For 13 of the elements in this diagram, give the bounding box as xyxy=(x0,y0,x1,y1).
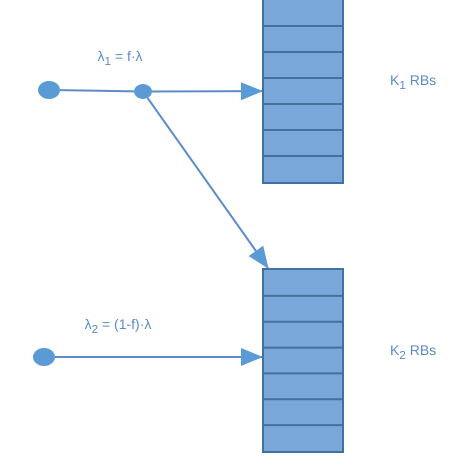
stack-caption: K$_{1}$ RBs xyxy=(390,72,436,92)
source-dot xyxy=(134,84,152,99)
arrow xyxy=(146,97,269,269)
source-dot xyxy=(33,348,55,366)
edge-label: λ$_{2}$ = (1-f)·λ xyxy=(84,316,152,336)
edge-label: λ$_{1}$ = f·λ xyxy=(98,48,142,68)
stack-caption: K$_{2}$ RBs xyxy=(390,342,436,362)
buffer-stack xyxy=(262,0,344,184)
source-dot xyxy=(38,81,60,99)
buffer-stack xyxy=(262,268,344,453)
arrow xyxy=(152,82,263,100)
arrow xyxy=(55,348,263,366)
connector-line xyxy=(60,89,134,92)
